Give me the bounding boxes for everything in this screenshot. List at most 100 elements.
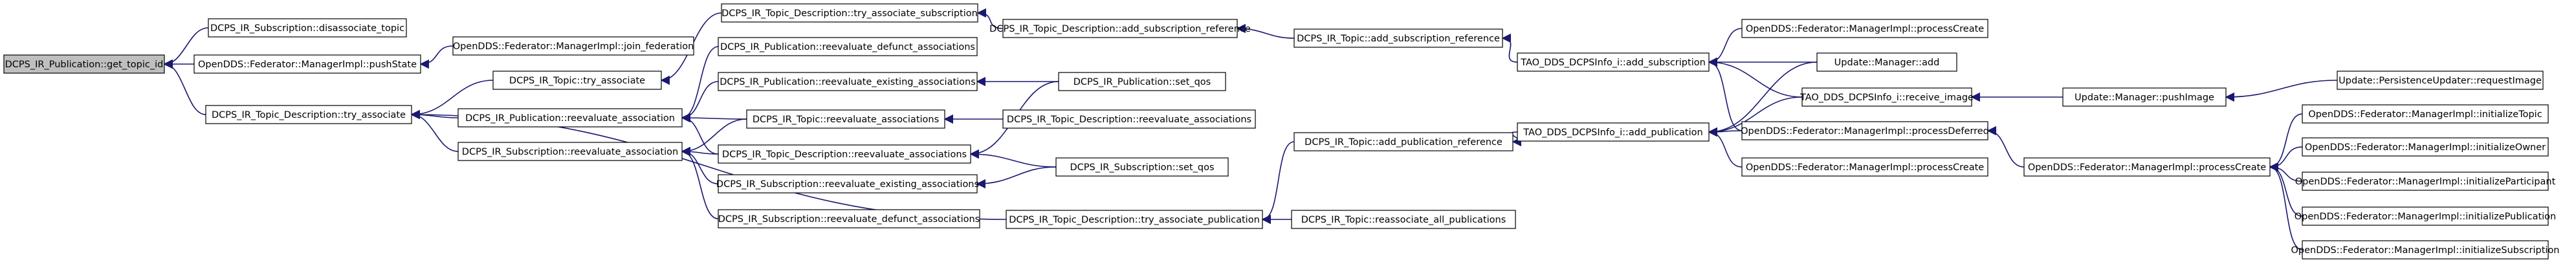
function-node-box (452, 36, 694, 56)
function-node-label: TAO_DDS_DCPSInfo_i::add_subscription (1520, 58, 1706, 68)
function-node-box (1002, 109, 1256, 129)
function-node-label: OpenDDS::Federator::ManagerImpl::process… (1741, 126, 1989, 137)
function-node-label: DCPS_IR_Publication::set_qos (1073, 77, 1211, 87)
function-node[interactable]: DCPS_IR_Topic::reassociate_all_publicati… (1291, 210, 1516, 229)
function-node-box (1816, 52, 1957, 72)
function-node-box (457, 108, 683, 127)
call-edge-n30-to-n4 (410, 109, 1007, 220)
call-edge-n26-to-n22 (681, 146, 719, 219)
function-node[interactable]: OpenDDS::Federator::ManagerImpl::initial… (2295, 206, 2556, 226)
function-node[interactable]: DCPS_IR_Publication::set_qos (1058, 72, 1226, 91)
function-node[interactable]: DCPS_IR_Topic_Description::try_associate… (1006, 210, 1263, 229)
function-node-box (457, 142, 683, 161)
function-node-box (193, 54, 421, 74)
function-node-label: DCPS_IR_Topic_Description::reevaluate_as… (1007, 115, 1251, 125)
function-node-box (3, 54, 165, 74)
function-node[interactable]: DCPS_IR_Topic::reevaluate_associations (746, 109, 945, 129)
function-node[interactable]: OpenDDS::Federator::ManagerImpl::process… (2023, 157, 2271, 177)
call-edge-n23-to-n16 (681, 113, 719, 155)
function-node-label: DCPS_IR_Topic::add_subscription_referenc… (1297, 34, 1500, 44)
function-node[interactable]: DCPS_IR_Topic_Description::add_subscript… (989, 19, 1251, 38)
function-node[interactable]: DCPS_IR_Publication::reevaluate_defunct_… (718, 37, 978, 56)
function-node[interactable]: DCPS_IR_Topic_Description::reevaluate_as… (1002, 109, 1256, 129)
call-edge-n24-to-n25 (976, 166, 1057, 189)
function-node[interactable]: OpenDDS::Federator::ManagerImpl::initial… (2302, 104, 2549, 124)
function-node-label: DCPS_IR_Subscription::disassociate_topic (210, 23, 404, 34)
function-node-label: DCPS_IR_Subscription::reevaluate_defunct… (718, 214, 980, 225)
function-node[interactable]: OpenDDS::Federator::ManagerImpl::initial… (2302, 137, 2549, 157)
function-node[interactable]: OpenDDS::Federator::ManagerImpl::process… (1741, 121, 1989, 140)
function-node-box (718, 174, 978, 194)
function-node-label: DCPS_IR_Topic_Description::add_subscript… (989, 24, 1251, 34)
function-node-label: TAO_DDS_DCPSInfo_i::receive_image (1800, 93, 1974, 103)
function-node-box (718, 144, 971, 164)
function-node[interactable]: DCPS_IR_Topic::try_associate (492, 71, 662, 90)
function-node-label: OpenDDS::Federator::ManagerImpl::initial… (2295, 212, 2556, 222)
function-node-label: DCPS_IR_Topic_Description::reevaluate_as… (722, 150, 967, 160)
function-node-label: Update::PersistenceUpdater::requestImage (2339, 76, 2542, 86)
call-edge-n12-to-n28 (1708, 96, 1803, 137)
function-node[interactable]: DCPS_IR_Publication::reevaluate_associat… (457, 108, 683, 127)
function-node-label: OpenDDS::Federator::ManagerImpl::initial… (2308, 109, 2542, 120)
function-node[interactable]: DCPS_IR_Subscription::set_qos (1055, 157, 1229, 177)
function-node[interactable]: DCPS_IR_Topic_Description::try_associate… (721, 3, 978, 23)
function-node-label: OpenDDS::Federator::ManagerImpl::process… (2028, 162, 2266, 173)
call-edge-n8-to-n7 (1236, 23, 1295, 39)
function-node-box (746, 109, 945, 129)
function-node[interactable]: DCPS_IR_Subscription::disassociate_topic (208, 18, 407, 38)
function-node[interactable]: Update::Manager::add (1816, 52, 1957, 72)
function-node[interactable]: OpenDDS::Federator::ManagerImpl::join_fe… (452, 36, 694, 56)
call-edge-n9-to-n8 (1501, 33, 1518, 63)
call-edge-n5-to-n4 (410, 80, 494, 120)
function-node[interactable]: TAO_DDS_DCPSInfo_i::receive_image (1800, 87, 1974, 107)
function-node[interactable]: DCPS_IR_Topic::add_subscription_referenc… (1294, 28, 1503, 48)
function-node-box (2023, 157, 2271, 177)
call-edge-n18-to-n16 (681, 81, 719, 123)
function-node[interactable]: DCPS_IR_Subscription::reevaluate_existin… (716, 174, 979, 194)
function-node[interactable]: DCPS_IR_Publication::reevaluate_existing… (718, 72, 978, 91)
call-edge-n22-to-n4 (410, 109, 459, 152)
function-node-label: DCPS_IR_Topic::reassociate_all_publicati… (1301, 215, 1506, 225)
function-node-box (1741, 157, 1988, 177)
function-node-box (1741, 19, 1988, 38)
root-function-node[interactable]: DCPS_IR_Publication::get_topic_id (3, 54, 165, 74)
function-node[interactable]: DCPS_IR_Subscription::reevaluate_associa… (457, 142, 683, 161)
function-node-label: DCPS_IR_Publication::reevaluate_defunct_… (720, 42, 975, 52)
function-node-box (205, 105, 412, 124)
function-node[interactable]: DCPS_IR_Topic_Description::try_associate (205, 105, 412, 124)
function-node-box (208, 18, 407, 38)
function-node-box (2302, 240, 2549, 260)
function-node[interactable]: OpenDDS::Federator::ManagerImpl::initial… (2295, 172, 2556, 191)
function-node-label: DCPS_IR_Publication::get_topic_id (5, 60, 164, 70)
function-node-box (1006, 210, 1263, 229)
function-node[interactable]: TAO_DDS_DCPSInfo_i::add_publication (1517, 122, 1710, 142)
node-layer: DCPS_IR_Publication::get_topic_idDCPS_IR… (3, 3, 2560, 260)
function-node-box (1002, 19, 1238, 38)
function-node-box (1291, 210, 1516, 229)
function-node-label: DCPS_IR_Publication::reevaluate_existing… (720, 77, 976, 87)
function-node-label: DCPS_IR_Topic::add_publication_reference (1305, 137, 1503, 148)
function-node-label: OpenDDS::Federator::ManagerImpl::process… (1746, 24, 1984, 34)
call-edge-n24-to-n23 (969, 149, 1057, 168)
call-edge-n10-to-n9 (1708, 28, 1743, 67)
function-node[interactable]: OpenDDS::Federator::ManagerImpl::process… (1741, 157, 1988, 177)
function-node-label: OpenDDS::Federator::ManagerImpl::initial… (2291, 245, 2560, 256)
function-node-label: OpenDDS::Federator::ManagerImpl::process… (1746, 162, 1984, 173)
call-edge-n14-to-n13 (2225, 80, 2338, 102)
function-node[interactable]: OpenDDS::Federator::ManagerImpl::process… (1741, 19, 1988, 38)
call-edge-n33-to-n32 (2269, 113, 2303, 172)
function-node[interactable]: DCPS_IR_Topic::add_publication_reference (1294, 132, 1514, 151)
function-node-label: DCPS_IR_Topic::try_associate (509, 76, 645, 86)
function-node-label: TAO_DDS_DCPSInfo_i::add_publication (1523, 127, 1702, 138)
function-node-box (718, 209, 980, 228)
function-node[interactable]: Update::PersistenceUpdater::requestImage (2337, 71, 2544, 90)
function-node-label: DCPS_IR_Topic_Description::try_associate… (721, 8, 978, 19)
function-node[interactable]: OpenDDS::Federator::ManagerImpl::pushSta… (193, 54, 421, 74)
function-node[interactable]: Update::Manager::pushImage (2062, 87, 2227, 107)
function-node-box (718, 72, 978, 91)
call-edge-n7-to-n6 (976, 8, 1004, 29)
function-node[interactable]: TAO_DDS_DCPSInfo_i::add_subscription (1517, 52, 1710, 72)
function-node[interactable]: DCPS_IR_Topic_Description::reevaluate_as… (718, 144, 971, 164)
function-node[interactable]: DCPS_IR_Subscription::reevaluate_defunct… (718, 209, 980, 228)
function-node[interactable]: OpenDDS::Federator::ManagerImpl::initial… (2291, 240, 2560, 260)
